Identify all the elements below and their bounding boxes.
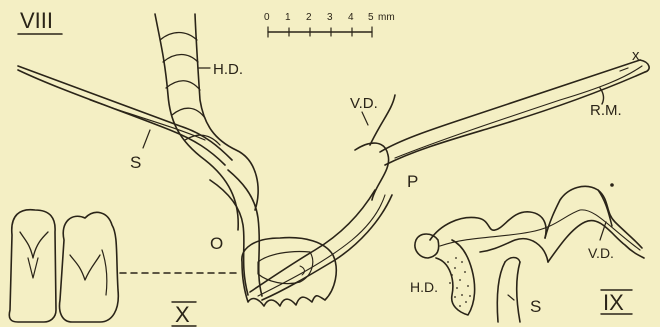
stipple-dots (447, 257, 471, 307)
figure-x-numeral: X (175, 302, 190, 327)
label-hd-ix: H.D. (410, 279, 438, 295)
spermatheca-drawing (18, 66, 232, 165)
ix-s-leader-line (508, 295, 514, 300)
dot-marker (610, 183, 614, 187)
scale-tick-label: 2 (306, 12, 312, 23)
vd-leader-line (362, 112, 368, 125)
ix-hermaphrodite-duct-drawing (415, 234, 475, 315)
scale-tick-label: 1 (285, 12, 291, 23)
tooth-middle-drawing (60, 212, 119, 322)
label-rm-viii: R.M. (590, 102, 622, 119)
scale-tick-label: 3 (327, 12, 333, 23)
label-vd-ix: V.D. (588, 245, 614, 261)
label-o-viii: O (210, 234, 223, 253)
s-leader-line (143, 130, 150, 148)
scale-bar: 0 1 2 3 4 5 mm (264, 12, 395, 37)
figure-ix-numeral: IX (603, 290, 624, 315)
scale-tick-label: 4 (348, 12, 354, 23)
tooth-right-drawing (242, 238, 336, 306)
label-p-viii: P (407, 172, 418, 191)
label-s-viii: S (130, 153, 141, 172)
scale-tick-label: 5 (368, 12, 374, 23)
label-s-ix: S (530, 297, 541, 316)
label-vd-viii: V.D. (350, 95, 378, 112)
scale-tick-label: 0 (264, 12, 270, 23)
penis-drawing (210, 60, 649, 300)
figure-ix: H.D. V.D. S IX (410, 183, 644, 322)
x-leader-line (620, 68, 628, 71)
tooth-left-drawing (9, 210, 56, 322)
label-hd-viii: H.D. (213, 61, 243, 78)
label-x-viii: x (632, 47, 640, 64)
figure-viii-numeral: VIII (20, 8, 53, 33)
scale-unit-label: mm (378, 12, 395, 23)
ix-spermatheca-drawing (497, 258, 520, 323)
